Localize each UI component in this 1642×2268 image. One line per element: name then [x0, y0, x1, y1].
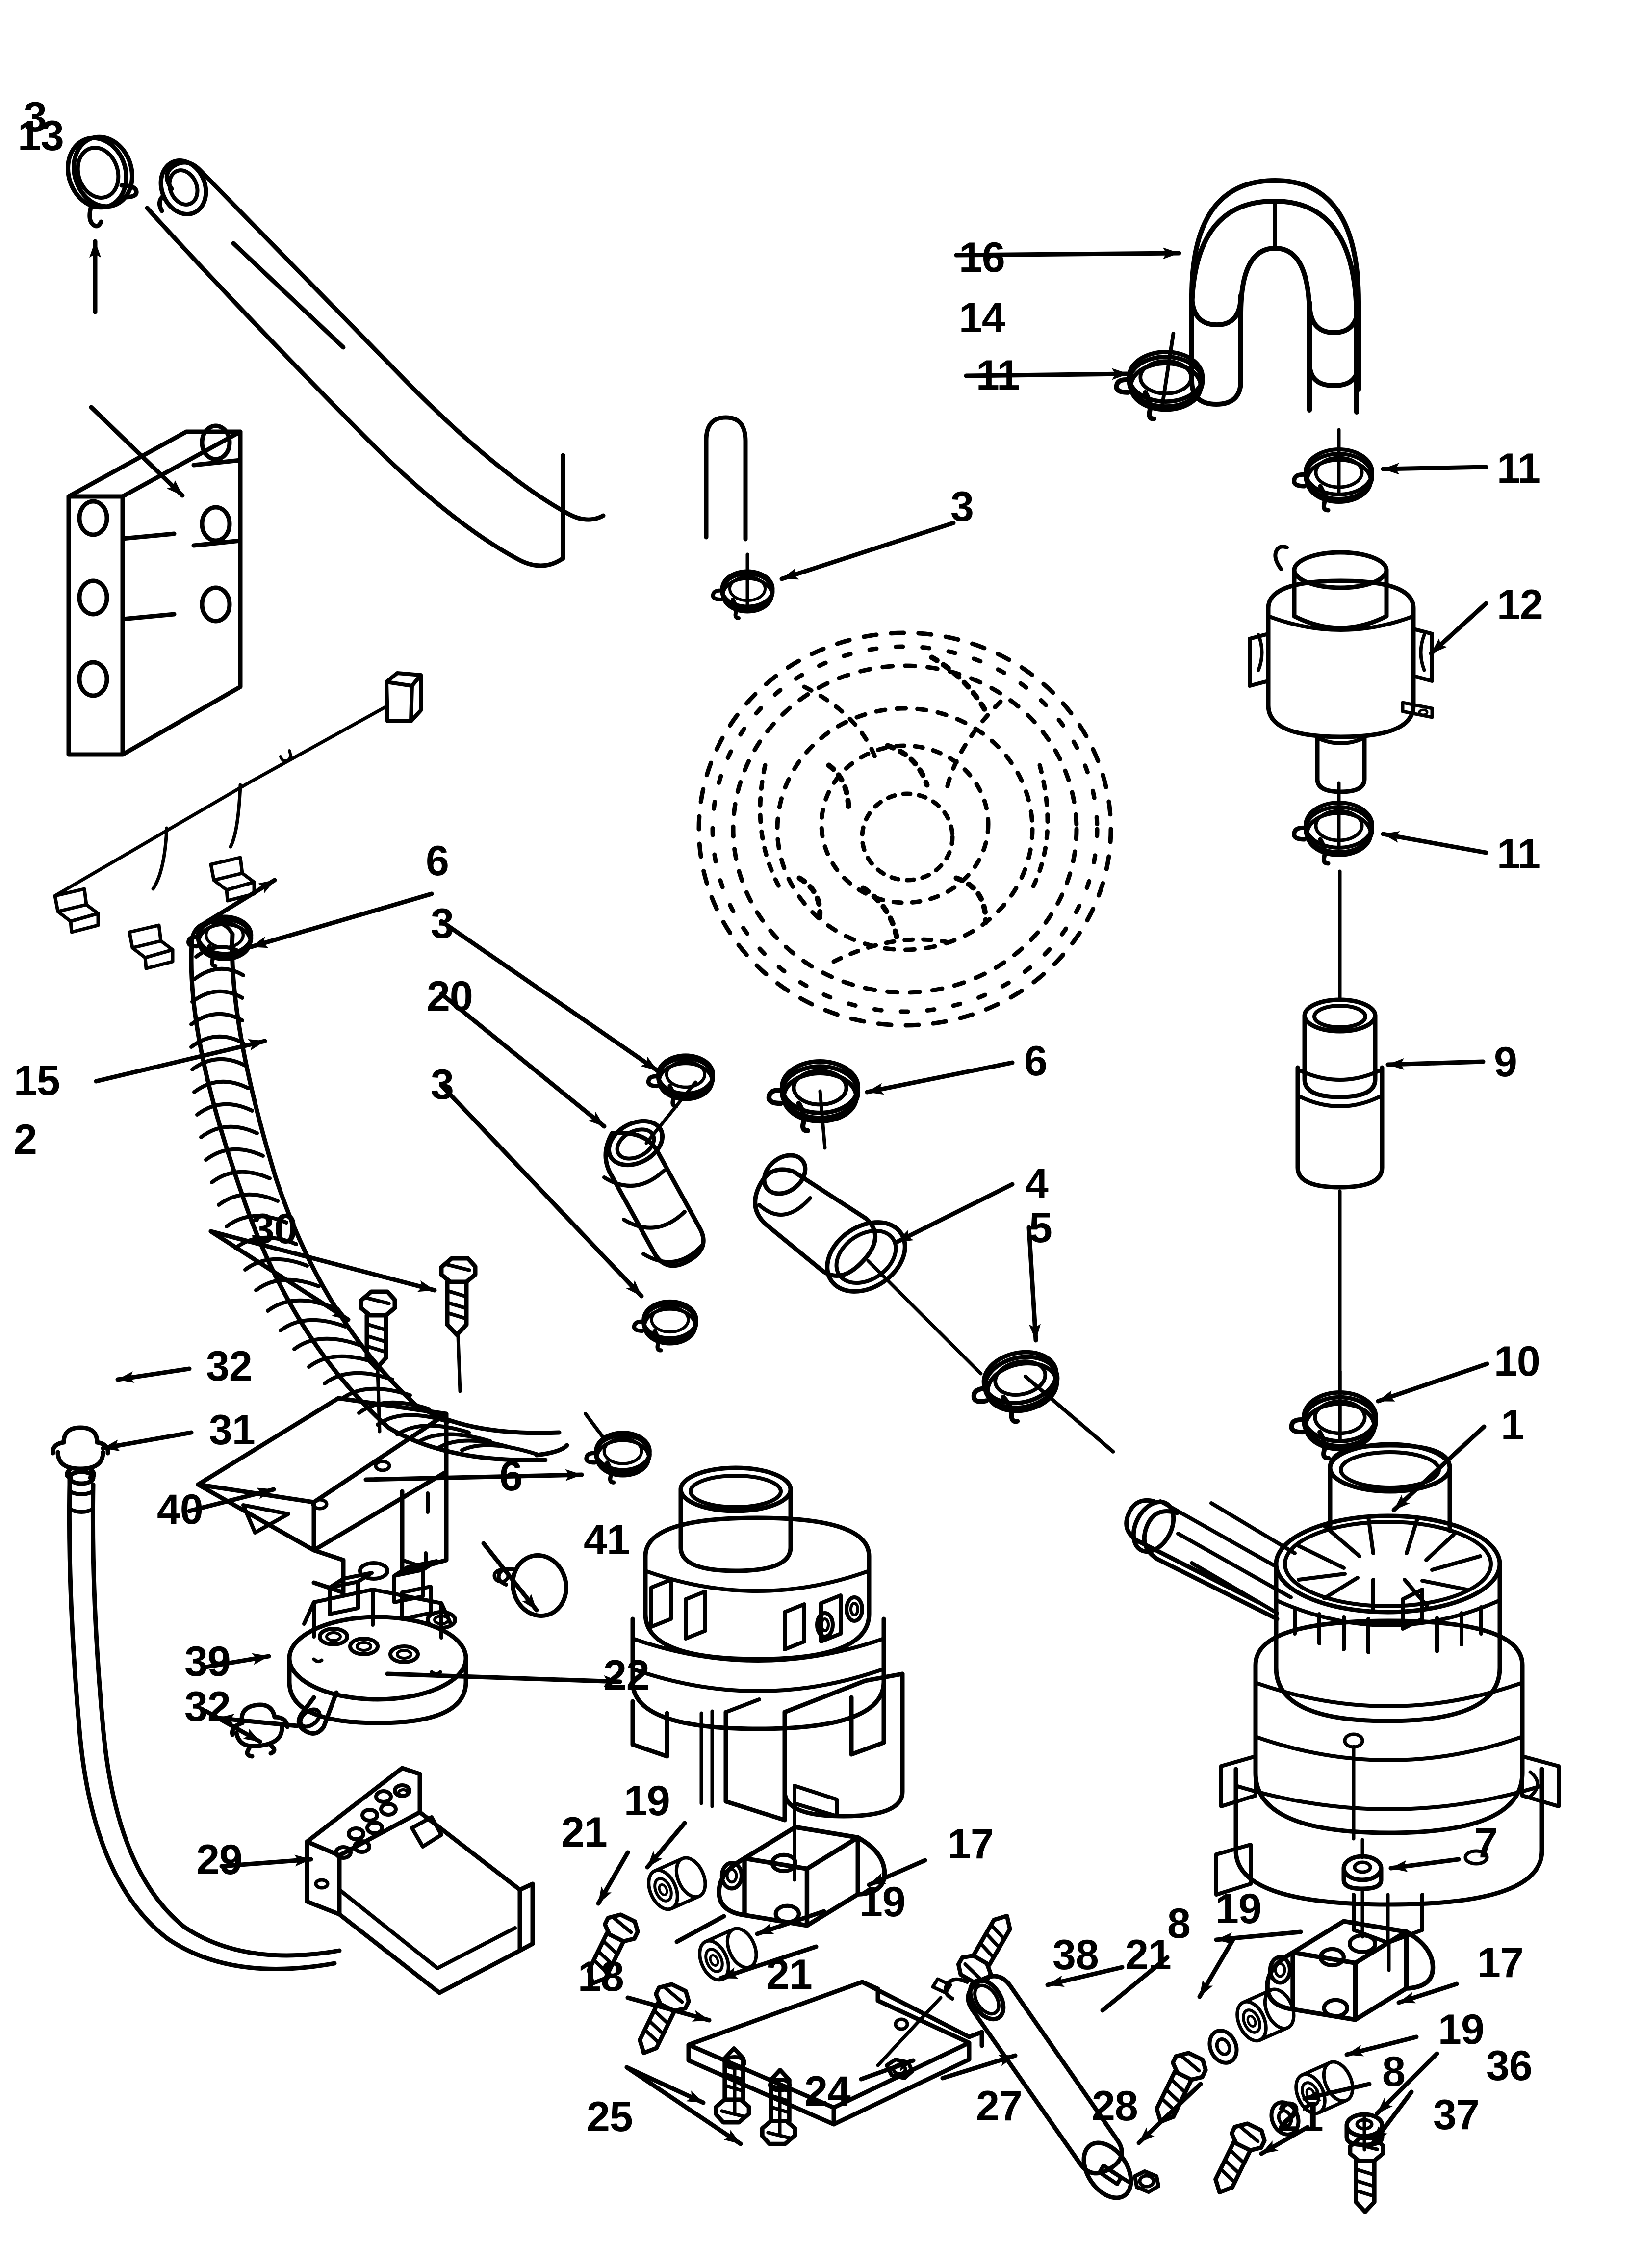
callout-3-b: 3 [950, 483, 974, 530]
callout-28: 28 [1092, 2083, 1138, 2130]
part-6-clamp-pump22 [583, 1411, 650, 1483]
callout-8-a: 8 [1167, 1900, 1191, 1947]
part-8-washer-b [1269, 2100, 1301, 2137]
part-30-screw-a [361, 1292, 395, 1368]
callout-21-a: 21 [561, 1809, 608, 1856]
callout-3-d: 3 [431, 1061, 454, 1108]
part-1-pump-motor-assembly [1124, 1442, 1561, 1972]
callout-4: 4 [1025, 1160, 1049, 1207]
part-8-washer-a [1207, 2029, 1239, 2065]
callout-30: 30 [251, 1205, 298, 1252]
part-14-drain-hose [145, 158, 748, 568]
callout-11-c: 11 [1497, 831, 1541, 878]
part-22-circulation-pump [630, 1465, 905, 1823]
part-7-grommet [1341, 1838, 1384, 1954]
callout-17-b: 17 [1477, 1939, 1524, 1986]
callout-17-a: 17 [948, 1821, 994, 1868]
part-41-cap-plug [492, 1553, 569, 1618]
callout-36: 36 [1486, 2042, 1533, 2089]
callout-14: 14 [959, 294, 1005, 341]
callout-8-b: 8 [1382, 2048, 1406, 2095]
callout-21-b: 21 [1125, 1931, 1172, 1979]
part-9-rubber-sleeve [1295, 869, 1385, 1405]
callout-39: 39 [184, 1638, 231, 1685]
part-19-bushing-c [1232, 1985, 1299, 2045]
callout-6-c: 6 [499, 1453, 523, 1500]
callout-3: 3 [24, 94, 47, 141]
part-24-leader-axis [876, 1996, 943, 2067]
part-21-screw-c [1147, 2049, 1209, 2130]
part-12-drain-valve [1248, 545, 1434, 794]
callout-19-d: 19 [1438, 2006, 1485, 2053]
callout-27: 27 [976, 2083, 1023, 2130]
callout-38: 38 [1052, 1931, 1099, 1979]
callout-15: 15 [14, 1057, 60, 1104]
callout-21-c: 21 [766, 1951, 813, 1998]
part-10-clamp [1291, 1369, 1376, 1458]
part-11-clamp-c [1294, 781, 1372, 863]
part-11-clamp-b [1294, 428, 1372, 510]
part-28-run-capacitor [931, 1974, 1133, 2200]
callout-29: 29 [196, 1836, 243, 1883]
part-30-screw-b [441, 1258, 475, 1335]
callout-2: 2 [14, 1116, 37, 1163]
callout-16: 16 [959, 234, 1005, 281]
part-3-clamp-above-sump [713, 552, 773, 618]
callout-24: 24 [804, 2068, 851, 2115]
part-5-clamp [967, 1337, 1115, 1454]
callout-5: 5 [1029, 1204, 1052, 1251]
part-28-nut [1133, 2169, 1160, 2194]
callout-11-a: 11 [976, 352, 1020, 399]
callout-6-b: 6 [1024, 1038, 1048, 1085]
phantom-sump-outline [696, 630, 1113, 1028]
callout-1: 1 [1501, 1402, 1524, 1449]
callout-9: 9 [1494, 1039, 1517, 1086]
callout-21-d: 21 [1277, 2093, 1324, 2140]
callout-32-a: 32 [206, 1343, 253, 1390]
callout-19-a: 19 [624, 1777, 670, 1825]
callout-10: 10 [1494, 1338, 1540, 1385]
callout-3-c: 3 [431, 900, 454, 947]
callout-11-b: 11 [1497, 445, 1541, 492]
part-17-mount-right [1267, 1921, 1433, 2020]
part-13-mounting-plate [66, 423, 243, 757]
part-21-screw-d [1206, 2119, 1268, 2200]
callout-7: 7 [1474, 1820, 1498, 1867]
callout-13: 13 [18, 112, 64, 159]
part-6-clamp-elbow [769, 1062, 858, 1131]
part-21-screw-b [630, 1980, 692, 2061]
screw-axis-a [376, 1368, 382, 1434]
callout-25: 25 [587, 2093, 633, 2140]
part-15-wire-harness [53, 671, 423, 970]
part-3-clamp-topleft [66, 134, 139, 229]
part-39-pressure-switch [287, 1559, 468, 1736]
screw-axis-b [456, 1334, 462, 1393]
callout-22: 22 [603, 1652, 650, 1699]
callout-18: 18 [578, 1953, 624, 2000]
callout-12: 12 [1497, 581, 1543, 628]
callout-20: 20 [427, 973, 473, 1020]
part-11-clamp-a [1117, 332, 1203, 419]
part-32-spring-clamp-lower [230, 1702, 290, 1759]
part-37-screw [1350, 2138, 1383, 2212]
part-31-pressure-hose [67, 1469, 342, 1971]
part-29-vented-bracket [305, 1766, 535, 1995]
callout-19-c: 19 [1215, 1885, 1262, 1932]
callout-19-b: 19 [859, 1878, 906, 1926]
phantom-sump-detail [796, 654, 989, 945]
part-6-clamp-hose-top [188, 916, 251, 966]
part-40-bracket [196, 1396, 449, 1595]
part-20-coupling [602, 1080, 706, 1268]
callout-40: 40 [157, 1486, 204, 1533]
part-4-elbow-fitting [753, 1089, 983, 1376]
callout-41: 41 [584, 1516, 630, 1564]
callout-32-b: 32 [184, 1683, 231, 1730]
callout-6-a: 6 [426, 837, 449, 885]
leader-lines [89, 239, 1489, 2156]
part-3-clamp-lower [634, 1302, 696, 1351]
part-16-hose-loop [1189, 178, 1361, 415]
callout-37: 37 [1433, 2091, 1480, 2138]
callout-31: 31 [209, 1407, 256, 1454]
